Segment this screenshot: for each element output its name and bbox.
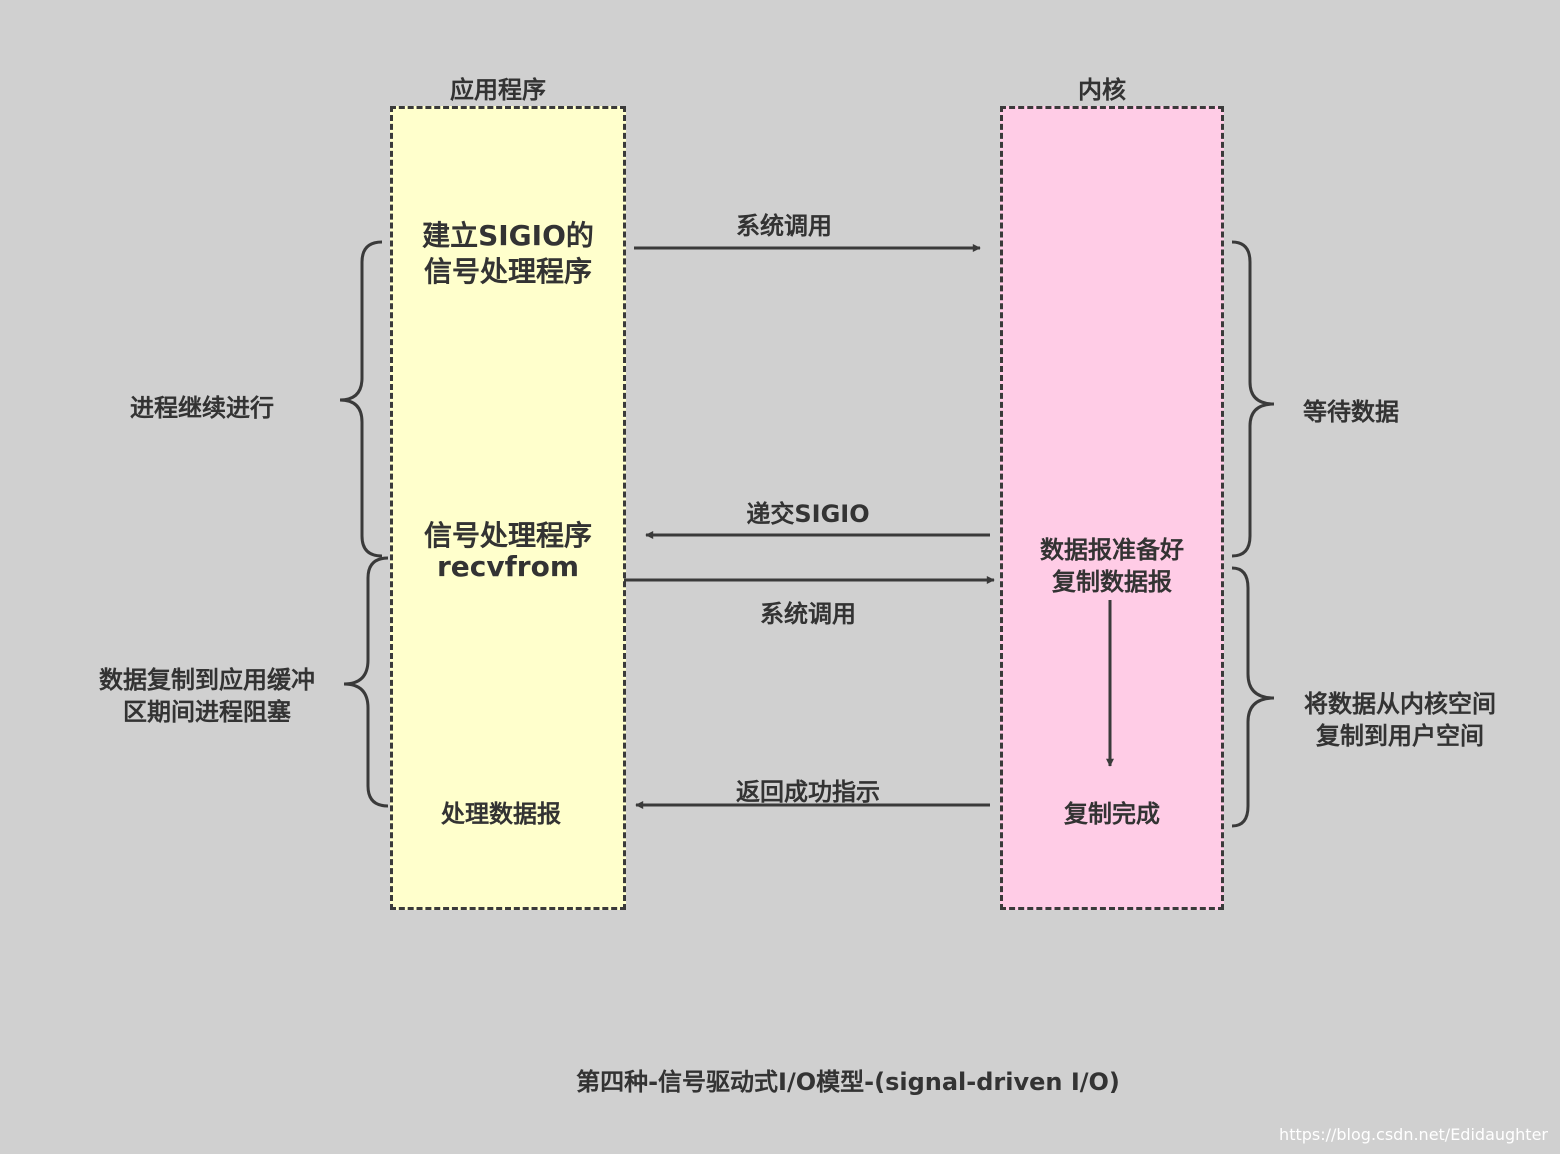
left-bottom-brace <box>343 556 389 808</box>
right-bottom-brace <box>1231 566 1275 828</box>
process-blocked-line2: 区期间进程阻塞 <box>123 698 291 726</box>
application-column <box>390 106 626 910</box>
deliver-sigio-label: 递交SIGIO <box>746 500 870 528</box>
right-top-brace <box>1231 240 1275 558</box>
signal-handler-line1: 信号处理程序 <box>423 519 592 552</box>
kernel-column <box>1000 106 1224 910</box>
datagram-ready-line2: 复制数据报 <box>1052 568 1172 596</box>
copy-to-user-line2: 复制到用户空间 <box>1316 722 1484 750</box>
app-column-title: 应用程序 <box>450 76 546 104</box>
left-top-brace <box>339 240 383 558</box>
kernel-column-title: 内核 <box>1078 76 1126 104</box>
process-blocked-line1: 数据复制到应用缓冲 <box>99 666 315 694</box>
copy-complete-label: 复制完成 <box>1064 800 1160 828</box>
wait-data-label: 等待数据 <box>1303 398 1399 426</box>
process-continues-label: 进程继续进行 <box>130 394 274 422</box>
datagram-ready-line1: 数据报准备好 <box>1040 536 1184 564</box>
setup-handler-line2: 信号处理程序 <box>423 255 592 288</box>
return-ok-label: 返回成功指示 <box>736 778 880 806</box>
syscall-label-2: 系统调用 <box>760 600 856 628</box>
signal-handler-line2: recvfrom <box>436 550 580 583</box>
process-datagram-label: 处理数据报 <box>441 800 561 828</box>
copy-to-user-line1: 将数据从内核空间 <box>1304 690 1496 718</box>
setup-handler-line1: 建立SIGIO的 <box>422 219 594 252</box>
syscall-label-1: 系统调用 <box>736 212 832 240</box>
diagram-caption: 第四种-信号驱动式I/O模型-(signal-driven I/O) <box>576 1068 1120 1096</box>
watermark-url: https://blog.csdn.net/Edidaughter <box>1279 1125 1548 1144</box>
